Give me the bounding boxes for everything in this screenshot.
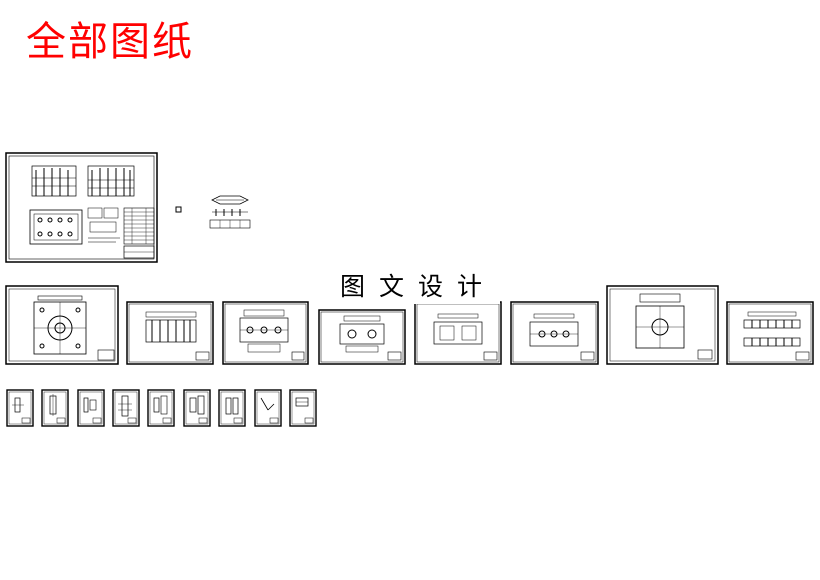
watermark-caption: 图文设计 <box>336 270 501 304</box>
drawing-sheet-2-8[interactable] <box>726 301 814 365</box>
drawing-part-sheet-3[interactable] <box>77 389 105 427</box>
drawing-sheet-2-6[interactable] <box>510 301 599 365</box>
drawing-sheet-2-5[interactable] <box>414 301 502 365</box>
drawing-detail-part[interactable] <box>209 195 251 229</box>
drawing-part-sheet-5[interactable] <box>147 389 175 427</box>
drawing-mark <box>175 206 182 213</box>
page-title: 全部图纸 <box>26 19 194 65</box>
drawing-part-sheet-1[interactable] <box>6 389 34 427</box>
drawing-sheet-assembly[interactable] <box>5 152 158 263</box>
drawing-part-sheet-8[interactable] <box>254 389 282 427</box>
drawing-part-sheet-2[interactable] <box>41 389 69 427</box>
drawing-part-sheet-9[interactable] <box>289 389 317 427</box>
drawing-sheet-2-7[interactable] <box>606 285 719 365</box>
drawing-sheet-2-3[interactable] <box>222 301 309 365</box>
drawing-sheet-2-2[interactable] <box>126 301 214 365</box>
drawing-sheet-2-4[interactable] <box>318 309 406 365</box>
drawing-part-sheet-4[interactable] <box>112 389 140 427</box>
drawing-sheet-2-1[interactable] <box>5 285 119 365</box>
drawing-part-sheet-6[interactable] <box>183 389 211 427</box>
drawing-part-sheet-7[interactable] <box>218 389 246 427</box>
